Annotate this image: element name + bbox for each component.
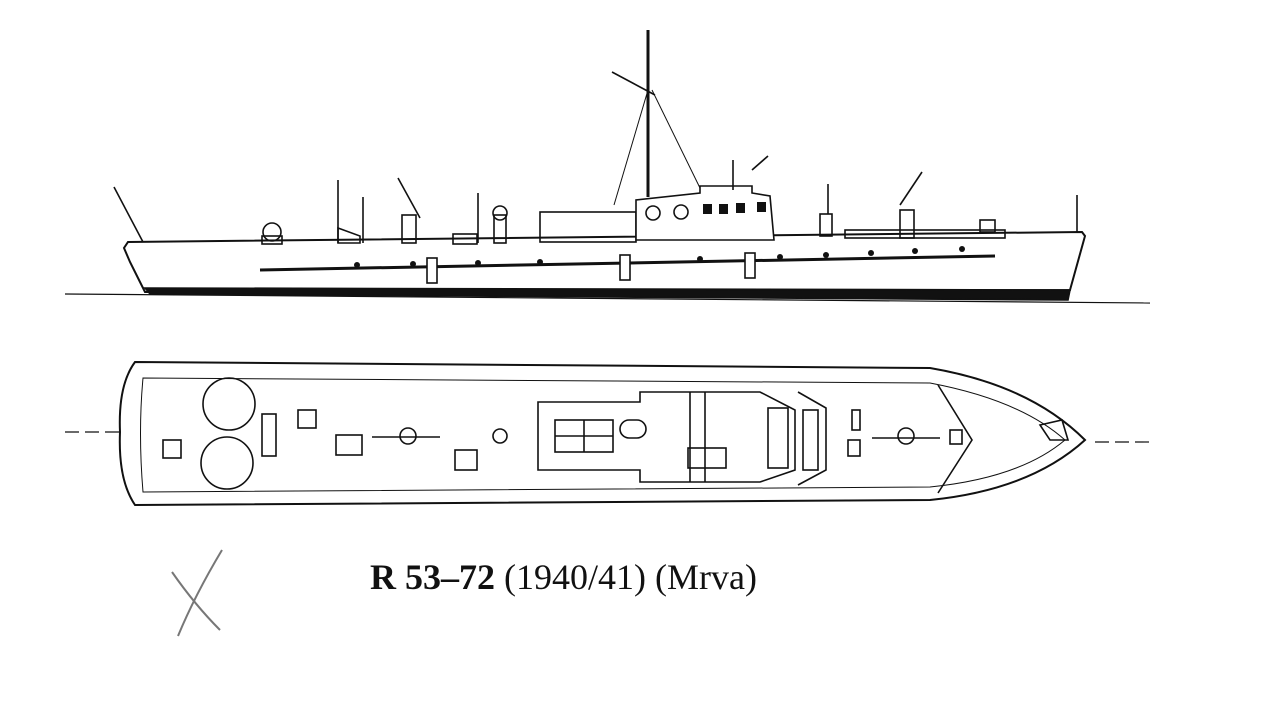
fwd-gun <box>899 171 923 239</box>
side-profile <box>64 30 1151 304</box>
aft-gun <box>397 177 421 244</box>
flagstaff-stern <box>113 186 144 243</box>
hull-plan <box>118 360 1087 507</box>
caption-designation: R 53–72 <box>370 557 495 597</box>
portholes <box>354 246 965 268</box>
boot-topping <box>143 287 1071 301</box>
mine-rail-drum-2 <box>200 436 254 490</box>
deckhouse <box>537 391 796 483</box>
caption-years: (1940/41) <box>504 557 646 597</box>
ventilator <box>493 214 507 244</box>
waterline <box>64 293 1151 304</box>
pencil-x-mark <box>171 549 223 637</box>
drawing-caption: R 53–72 (1940/41) (Mrva) <box>370 556 757 598</box>
mine-rail-drum-1 <box>202 377 256 431</box>
stern-gun <box>261 222 283 245</box>
plan-view <box>65 360 1155 507</box>
caption-class: (Mrva) <box>654 557 757 597</box>
